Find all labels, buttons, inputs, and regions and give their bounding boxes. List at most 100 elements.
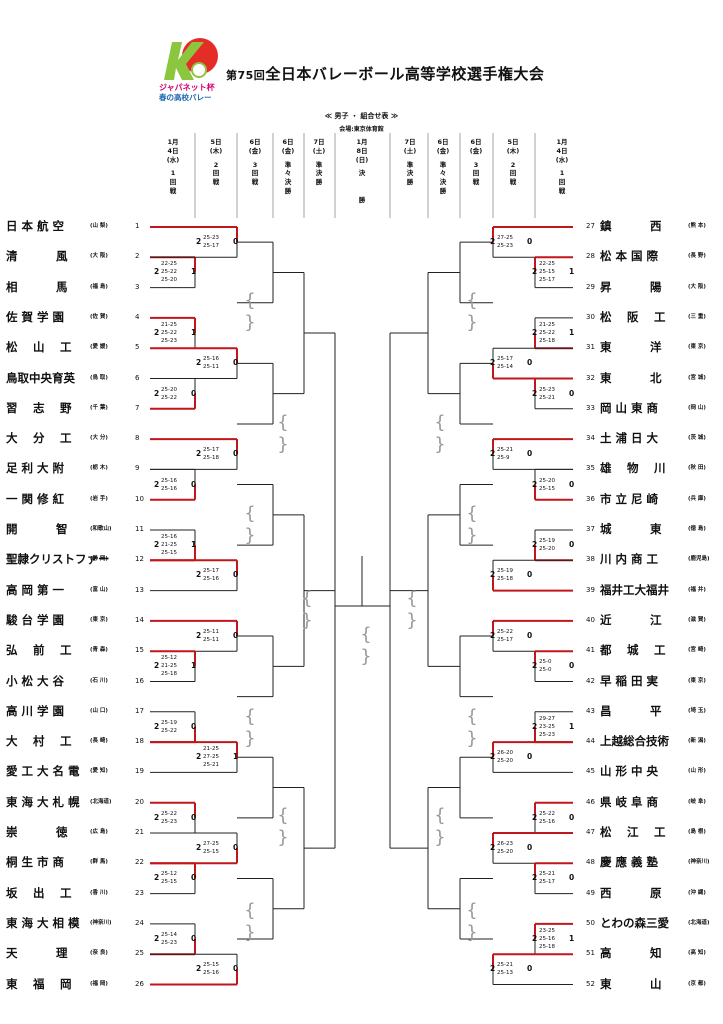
sets-won-winner: 2 <box>196 237 202 247</box>
set-score: 25-9 <box>497 455 510 462</box>
team-prefecture: (鳥 取) <box>90 374 108 381</box>
team-name: 弘 前 工 <box>6 643 72 658</box>
round-name: 3 回 戦 <box>472 160 480 187</box>
team-row: 昇 陽(大 阪)29 <box>0 279 723 295</box>
sets-won-loser: 0 <box>527 237 533 247</box>
round-name: 3 回 戦 <box>251 160 259 187</box>
team-row: とわの森三愛(北海道)50 <box>0 915 723 931</box>
team-row: 相 馬(福 島)3 <box>0 279 723 295</box>
team-row: 松 本 国 際(長 野)28 <box>0 248 723 264</box>
sets-won-loser: 0 <box>569 479 575 489</box>
set-score: 25-19 <box>539 538 555 545</box>
sets-won-loser: 0 <box>191 388 197 398</box>
sets-won-loser: 0 <box>191 873 197 883</box>
round-name: 2 回 戦 <box>212 160 220 187</box>
set-score: 25-15 <box>161 550 177 557</box>
team-row: 愛 工 大 名 電(愛 知)19 <box>0 763 723 779</box>
sets-won-winner: 2 <box>154 328 160 338</box>
sets-won-loser: 0 <box>191 812 197 822</box>
sets-won-winner: 2 <box>196 964 202 974</box>
team-prefecture: (広 島) <box>90 829 108 835</box>
set-score: 25-17 <box>203 243 219 250</box>
set-score: 25-16 <box>161 534 177 541</box>
round-date: 5日 (木) <box>506 138 520 155</box>
team-name: とわの森三愛 <box>600 915 669 930</box>
round-date: 1月 8日 (日) <box>355 138 369 164</box>
team-row: 弘 前 工(青 森)15 <box>0 642 723 658</box>
team-row: 東 洋(東 京)31 <box>0 339 723 355</box>
team-prefecture: (岡 山) <box>688 404 706 411</box>
team-number: 47 <box>586 828 595 836</box>
set-score: 25-22 <box>161 727 177 734</box>
team-name: 大 村 工 <box>6 734 72 749</box>
team-number: 26 <box>135 979 144 988</box>
sets-won-winner: 2 <box>532 812 538 822</box>
team-number: 14 <box>135 615 144 624</box>
team-prefecture: (東 京) <box>688 344 706 351</box>
team-number: 48 <box>586 858 595 867</box>
set-score: 21-25 <box>161 542 177 549</box>
team-name: 鎮 西 <box>600 219 662 233</box>
round-name: 決 勝 <box>358 169 366 204</box>
set-score: 25-12 <box>161 871 177 878</box>
sets-won-winner: 2 <box>532 267 538 277</box>
team-name: 東 海 大 相 模 <box>6 915 80 930</box>
set-score: 25-0 <box>539 659 552 666</box>
team-name: 崇 徳 <box>6 825 68 839</box>
set-score: 25-17 <box>203 447 219 454</box>
team-row: 昌 平(埼 玉)43 <box>0 703 723 719</box>
team-name: 一 関 修 紅 <box>6 491 65 506</box>
set-score: 25-15 <box>161 879 177 886</box>
team-number: 2 <box>135 252 140 261</box>
set-score: 21-25 <box>161 322 177 329</box>
sets-won-winner: 2 <box>196 358 202 368</box>
set-score: 25-22 <box>161 810 177 817</box>
team-name: 土 浦 日 大 <box>600 431 659 446</box>
team-name: 大 分 工 <box>6 431 72 446</box>
team-prefecture: (京 都) <box>688 980 706 987</box>
team-prefecture: (青 森) <box>90 647 108 654</box>
team-number: 1 <box>135 222 140 230</box>
set-score: 25-19 <box>161 719 177 726</box>
sets-won-winner: 2 <box>196 449 202 459</box>
set-score: 25-17 <box>539 879 555 886</box>
team-number: 6 <box>135 373 140 382</box>
set-score: 25-15 <box>539 269 555 276</box>
empty-score-brace: { } <box>466 503 478 546</box>
round-date: 6日 (金) <box>248 138 262 155</box>
empty-score-brace: { } <box>244 290 256 333</box>
set-score: 25-13 <box>497 970 513 977</box>
team-name: 早 稲 田 実 <box>600 673 659 688</box>
team-row: 足 利 大 附(栃 木)9 <box>0 460 723 476</box>
round-header-l2: 5日 (木)2 回 戦 <box>208 138 224 187</box>
set-score: 25-16 <box>203 970 219 977</box>
team-prefecture: (秋 田) <box>688 465 706 472</box>
set-score: 25-18 <box>539 944 555 951</box>
team-name: 東 洋 <box>600 340 662 355</box>
team-number: 42 <box>586 676 595 685</box>
round-header-c: 1月 8日 (日) 決 勝 <box>354 138 370 204</box>
team-number: 33 <box>586 403 595 412</box>
team-name: 駿 台 学 園 <box>6 612 65 627</box>
set-score: 25-20 <box>161 386 177 393</box>
team-prefecture: (神奈川) <box>688 859 710 866</box>
team-prefecture: (熊 本) <box>688 223 706 229</box>
round-header-r2: 5日 (木)2 回 戦 <box>505 138 521 187</box>
team-prefecture: (岐 阜) <box>688 798 706 805</box>
sets-won-winner: 2 <box>490 358 496 368</box>
empty-score-brace: { } <box>466 706 478 749</box>
team-prefecture: (群 馬) <box>90 859 108 866</box>
team-number: 3 <box>135 282 140 291</box>
set-score: 25-14 <box>161 932 177 939</box>
sets-won-winner: 2 <box>532 328 538 338</box>
